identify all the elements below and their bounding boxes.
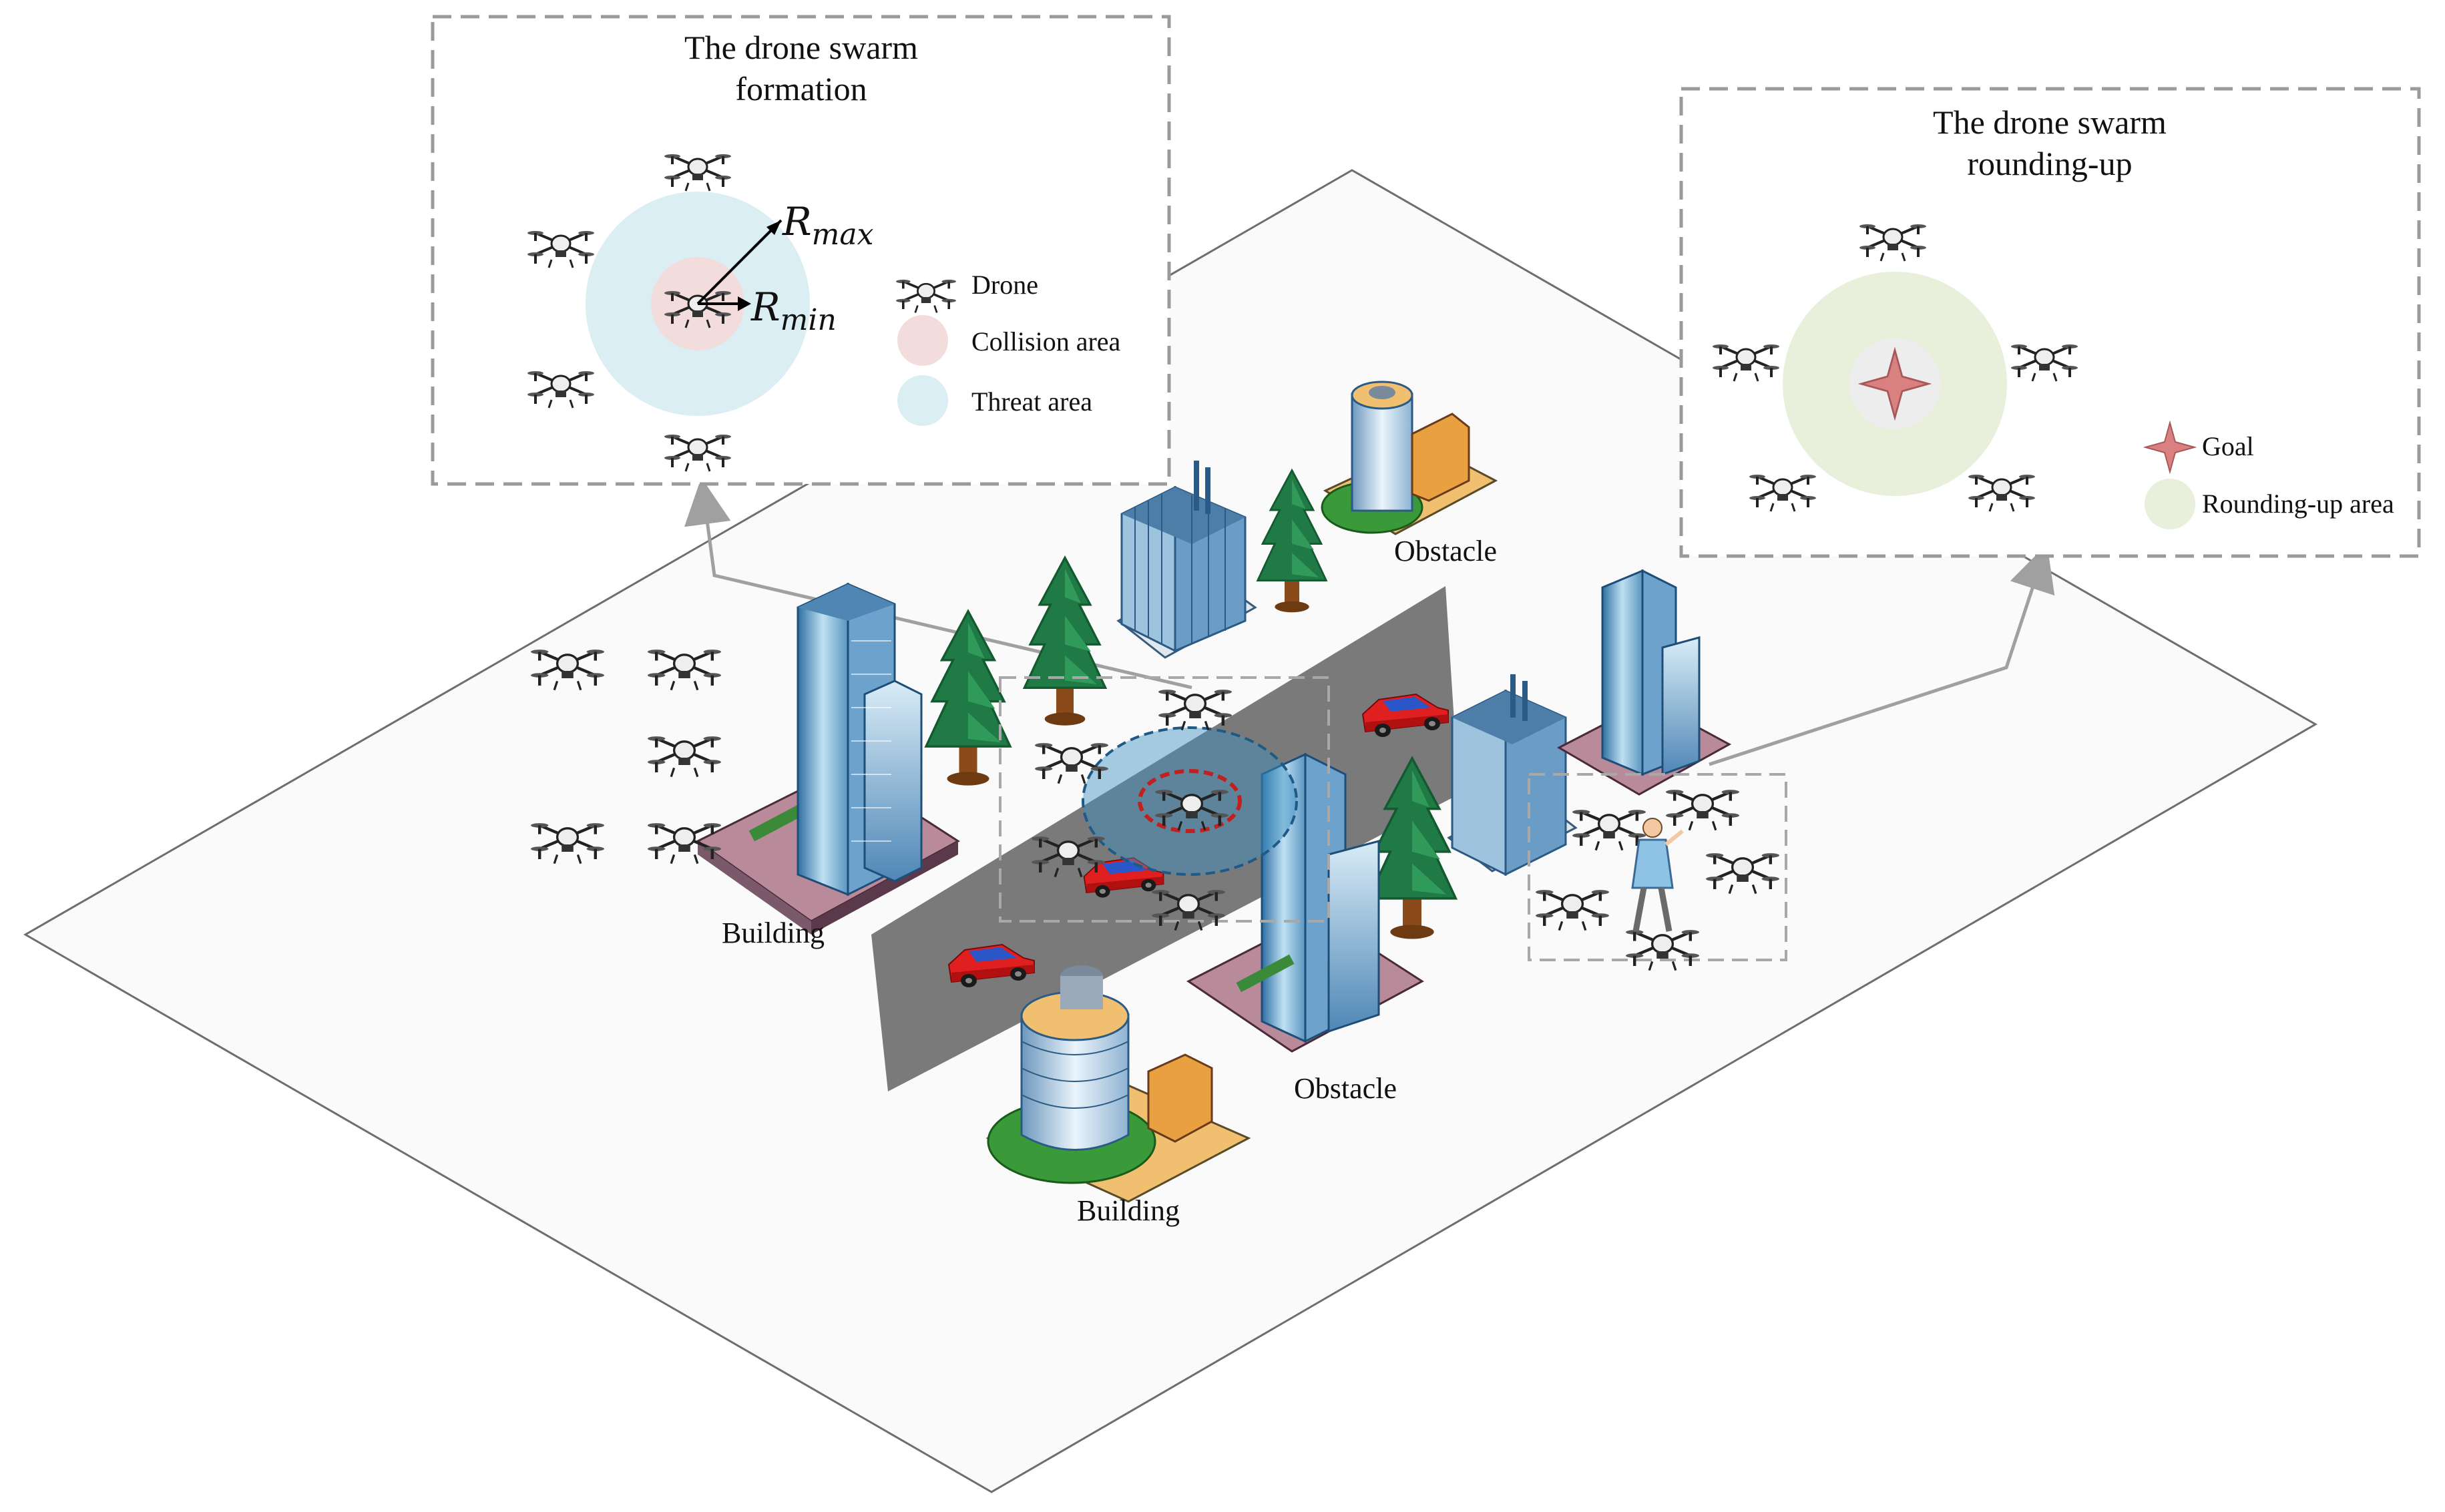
- building-left: [696, 582, 960, 935]
- r-max-label: Rmax: [782, 199, 874, 252]
- formation-title-line2: formation: [735, 70, 867, 107]
- roundup-title-line1: The drone swarm: [1933, 103, 2167, 141]
- building-bottom-label: Building: [1077, 1194, 1180, 1227]
- rounding-up-area-swatch: [2145, 479, 2195, 529]
- tower-far-right: [1556, 569, 1732, 796]
- formation-focus-box: [999, 676, 1330, 923]
- round-building-top: [1321, 381, 1498, 535]
- target-person: [1631, 818, 1684, 932]
- formation-panel: The drone swarm formation Rmax Rmin Dron…: [431, 15, 1171, 486]
- roundup-title-line2: rounding-up: [1967, 145, 2132, 182]
- formation-title-line1: The drone swarm: [684, 29, 918, 66]
- legend-rounding-up-label: Rounding-up area: [2202, 489, 2394, 519]
- legend-drone-label: Drone: [971, 270, 1038, 300]
- legend-threat-label: Threat area: [971, 387, 1092, 417]
- obstacle-middle-label: Obstacle: [1294, 1072, 1397, 1105]
- threat-area-swatch: [897, 375, 948, 426]
- collision-area-swatch: [897, 315, 948, 366]
- roundup-arrow: [1709, 543, 2055, 766]
- roundup-panel: The drone swarm rounding-up Goal Roundin…: [1679, 87, 2421, 558]
- round-building-bottom: [985, 965, 1251, 1203]
- scene-collision-area: [1138, 769, 1242, 833]
- glass-tower-top: [1116, 461, 1257, 659]
- obstacle-top-label: Obstacle: [1394, 535, 1497, 567]
- r-max-arrow: [696, 219, 783, 305]
- r-min-label: Rmin: [750, 284, 837, 337]
- legend-goal-label: Goal: [2202, 431, 2254, 461]
- legend-collision-label: Collision area: [971, 326, 1121, 356]
- glass-tower-right: [1447, 674, 1578, 876]
- tower-middle: [1186, 752, 1424, 1053]
- building-left-label: Building: [722, 917, 825, 949]
- formation-arrow: [684, 477, 1192, 690]
- roundup-focus-box: [1528, 773, 1787, 961]
